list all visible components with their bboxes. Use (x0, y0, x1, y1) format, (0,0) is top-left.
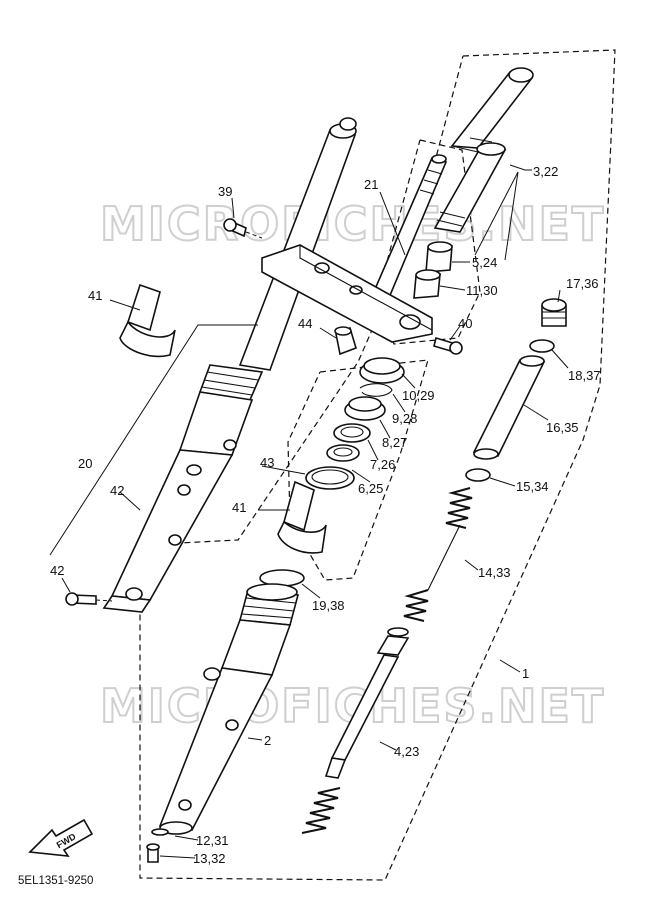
part-spacer (472, 355, 546, 460)
fwd-arrow-icon: FWD (28, 818, 94, 857)
callout-44: 44 (298, 316, 312, 331)
callout-20: 20 (78, 456, 92, 471)
part-seal-ring (305, 466, 355, 490)
part-piston-bushing (413, 269, 441, 299)
callout-13-32: 13,32 (193, 851, 226, 866)
leader-lines (61, 164, 569, 859)
part-pinch-bolt-lower (433, 336, 463, 355)
callout-4-23: 5,24 (472, 255, 497, 270)
part-fork-guard-lower (277, 480, 327, 554)
part-o-ring (529, 339, 555, 353)
group-outline-steering-bearings (287, 359, 429, 581)
callout-2: 2 (264, 733, 271, 748)
part-spring-seat (465, 468, 491, 482)
callout-18-37: 18,37 (568, 368, 601, 383)
group-outline-fork-assembly (139, 49, 616, 881)
part-fork-guard-upper (119, 283, 176, 357)
callout-17-36: 17,36 (566, 276, 599, 291)
callout-42-upper: 41 (88, 288, 102, 303)
part-bearing-lower (326, 444, 360, 462)
part-slide-bushing (425, 241, 453, 273)
callout-11-30: 11,30 (466, 283, 498, 298)
callout-9-28: 9,28 (392, 411, 417, 426)
diagram-code: 5EL1351-9250 (18, 875, 93, 887)
callout-3-22: 3,22 (533, 164, 558, 179)
watermark-top: MICROFICHES.NET (100, 197, 605, 251)
callout-43: 43 (260, 455, 274, 470)
callout-6-25: 6,25 (358, 481, 383, 496)
callout-41-lower: 40 (458, 316, 472, 331)
callout-10-29: 10,29 (402, 388, 435, 403)
part-pinch-bolt-upper (223, 218, 263, 239)
part-washer (151, 828, 169, 836)
part-bearing-race (333, 423, 371, 443)
callout-42-lower: 41 (232, 500, 246, 515)
part-stem-nut (334, 326, 357, 356)
callout-8-27: 8,27 (382, 435, 407, 450)
part-cap-bolt (541, 298, 567, 327)
part-fork-tube-left (49, 117, 357, 613)
callout-40: 21 (364, 177, 378, 192)
part-damper-rod (301, 627, 410, 834)
part-bearing-upper (344, 396, 386, 421)
part-outer-tube-lower (158, 583, 300, 835)
part-under-bracket (261, 244, 433, 343)
callout-5-24: 4,23 (394, 744, 419, 759)
part-axle-pinch-bolt (65, 592, 113, 606)
part-fork-spring (403, 487, 473, 622)
callout-19-38: 19,38 (312, 598, 345, 613)
callout-21: 42 (110, 483, 124, 498)
callout-14-33: 14,33 (478, 565, 511, 580)
callout-16-35: 16,35 (546, 420, 579, 435)
callout-15-34: 15,34 (516, 479, 549, 494)
group-outline-stem (375, 139, 481, 345)
callout-1: 1 (522, 666, 529, 681)
callout-12-31: 12,31 (196, 833, 229, 848)
part-circlip (359, 383, 393, 397)
callout-39: 42 (50, 563, 64, 578)
callout-41-upper: 39 (218, 184, 232, 199)
callout-labels: 3,22 5,24 11,30 21 39 40 44 41 10,29 9,2… (50, 164, 601, 866)
part-ball-race-cover (359, 357, 405, 384)
callout-7-26: 7,26 (370, 457, 395, 472)
part-inner-tube-upper (433, 67, 534, 233)
part-drain-bolt (146, 843, 160, 863)
